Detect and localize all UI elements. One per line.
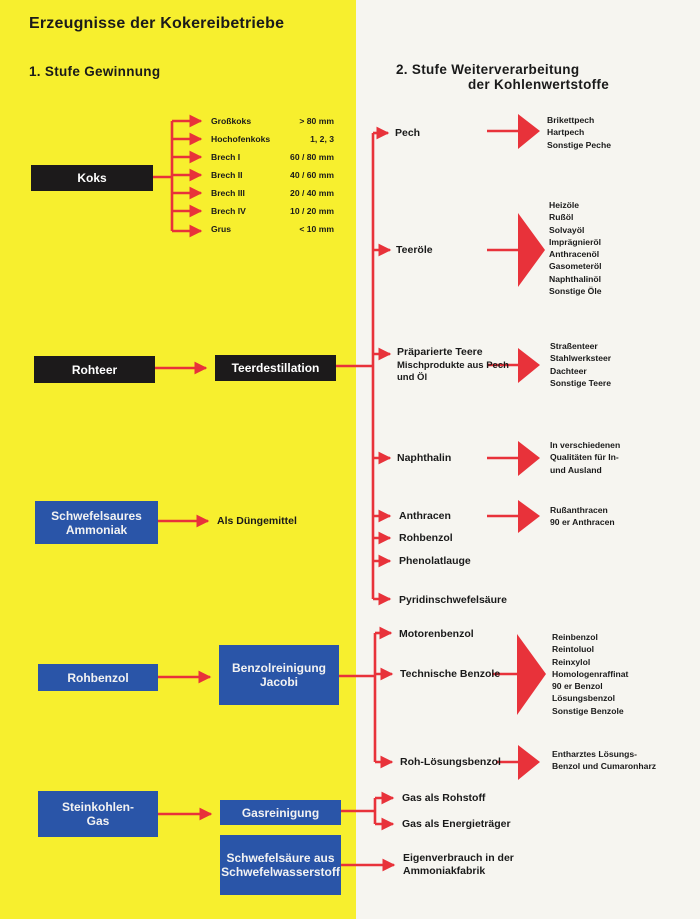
list-item: Hartpech xyxy=(547,127,585,138)
head-naphthalin-products xyxy=(518,441,540,476)
list-item: Heizöle xyxy=(549,200,580,210)
list-item: 90 er Benzol xyxy=(552,681,603,692)
anthracen-products-list: Rußanthracen 90 er Anthracen xyxy=(550,504,615,529)
list-item: Dachteer xyxy=(550,365,587,376)
koks-grade: Brech III xyxy=(211,188,245,198)
koks-grade-names: Großkoks Hochofenkoks Brech I Brech II B… xyxy=(211,112,270,238)
head-teeroele-products xyxy=(518,213,545,287)
gas-als-energietraeger-label: Gas als Energieträger xyxy=(402,818,511,830)
koks-size: 10 / 20 mm xyxy=(290,206,334,216)
eigenverbrauch-label: Eigenverbrauch in der xyxy=(403,852,514,864)
koks-grade: Großkoks xyxy=(211,116,252,126)
koks-box: Koks xyxy=(31,165,153,191)
koks-size: 60 / 80 mm xyxy=(290,152,334,162)
list-item: Lösungsbenzol xyxy=(552,693,616,704)
naphthalin-products-list: In verschiedenen Qualitäten für In- und … xyxy=(550,439,620,476)
list-item: Anthracenöl xyxy=(549,249,600,260)
benzole-products-list: Reinbenzol Reintoluol Reinxylol Homologe… xyxy=(552,631,628,717)
list-item: Naphthalinöl xyxy=(549,273,602,284)
stage2-heading-line2: der Kohlenwertstoffe xyxy=(468,77,610,92)
list-item: Gasometeröl xyxy=(549,261,602,272)
stage1-heading: 1. Stufe Gewinnung xyxy=(29,64,161,79)
rohbenzol-stage2-label: Rohbenzol xyxy=(399,532,453,544)
koks-size: 40 / 60 mm xyxy=(290,170,334,180)
pyridinschwefelsaeure-label: Pyridinschwefelsäure xyxy=(399,594,507,606)
teeroele-label: Teeröle xyxy=(396,244,433,256)
list-item: Benzol und Cumaronharz xyxy=(552,761,657,772)
duengemittel-label: Als Düngemittel xyxy=(217,515,297,527)
naphthalin-label: Naphthalin xyxy=(397,452,452,464)
stage1-background xyxy=(0,0,356,919)
list-item: In verschiedenen xyxy=(550,440,621,450)
stage2-heading-line1: 2. Stufe Weiterverarbeitung xyxy=(396,62,580,77)
phenolatlauge-label: Phenolatlauge xyxy=(399,555,471,567)
koks-grade: Hochofenkoks xyxy=(211,134,271,144)
list-item: Solvayöl xyxy=(549,224,585,235)
list-item: Sonstige Öle xyxy=(549,286,602,297)
technische-benzole-label: Technische Benzole xyxy=(400,668,501,680)
rohteer-box: Rohteer xyxy=(34,356,155,383)
list-item: Reinxylol xyxy=(552,656,591,667)
praeparierte-teere-label: Präparierte Teere xyxy=(397,346,483,358)
list-item: und Ausland xyxy=(550,464,602,475)
list-item: Rußanthracen xyxy=(550,505,608,515)
head-anthracen-products xyxy=(518,500,540,533)
koks-size: 1, 2, 3 xyxy=(310,134,334,144)
teeroele-products-list: Heizöle Rußöl Solvayöl Imprägnieröl Anth… xyxy=(549,199,602,297)
list-item: Straßenteer xyxy=(550,341,598,351)
teerdestillation-box: Teerdestillation xyxy=(215,355,336,381)
harz-products-list: Entharztes Lösungs- Benzol und Cumaronha… xyxy=(552,748,656,773)
list-item: Sonstige Peche xyxy=(547,139,611,150)
koks-size: < 10 mm xyxy=(299,224,334,234)
koks-grade: Brech I xyxy=(211,152,241,162)
list-item: Reintoluol xyxy=(552,644,595,655)
roh-loesungsbenzol-label: Roh-Lösungsbenzol xyxy=(400,756,501,768)
koks-grade: Brech II xyxy=(211,170,243,180)
ammoniakfabrik-label: Ammoniakfabrik xyxy=(403,865,486,877)
motorenbenzol-label: Motorenbenzol xyxy=(399,628,474,640)
anthracen-label: Anthracen xyxy=(399,510,451,522)
page-title: Erzeugnisse der Kokereibetriebe xyxy=(29,15,285,32)
list-item: 90 er Anthracen xyxy=(550,517,615,528)
rohbenzol-box: Rohbenzol xyxy=(38,664,158,691)
list-item: Qualitäten für In- xyxy=(550,452,619,463)
koks-grade-sizes: > 80 mm 1, 2, 3 60 / 80 mm 40 / 60 mm 20… xyxy=(270,112,334,238)
gasreinigung-box: Gasreinigung xyxy=(220,800,341,825)
mischprodukte-label-2: und Öl xyxy=(397,372,428,383)
list-item: Stahlwerksteer xyxy=(550,353,612,364)
gas-als-rohstoff-label: Gas als Rohstoff xyxy=(402,792,486,804)
koks-grade: Grus xyxy=(211,224,232,234)
list-item: Sonstige Benzole xyxy=(552,705,624,716)
head-teere-products xyxy=(518,348,540,383)
list-item: Entharztes Lösungs- xyxy=(552,749,637,759)
koks-size: > 80 mm xyxy=(299,116,334,126)
pech-products-list: Brikettpech Hartpech Sonstige Peche xyxy=(547,114,611,151)
list-item: Imprägnieröl xyxy=(549,236,602,247)
list-item: Reinbenzol xyxy=(552,632,598,642)
head-benzole-products xyxy=(517,634,546,715)
koks-size: 20 / 40 mm xyxy=(290,188,334,198)
koks-grade: Brech IV xyxy=(211,206,246,216)
steinkohlengas-box: Steinkohlen-Gas xyxy=(38,791,158,837)
list-item: Homologenraffinat xyxy=(552,668,629,679)
list-item: Brikettpech xyxy=(547,115,595,125)
mischprodukte-label: Mischprodukte aus Pech xyxy=(397,360,509,371)
list-item: Sonstige Teere xyxy=(550,377,611,388)
head-harz-products xyxy=(518,745,540,780)
pech-label: Pech xyxy=(395,127,421,139)
teere-products-list: Straßenteer Stahlwerksteer Dachteer Sons… xyxy=(550,340,611,389)
list-item: Rußöl xyxy=(549,212,574,223)
head-pech-products xyxy=(518,114,540,149)
